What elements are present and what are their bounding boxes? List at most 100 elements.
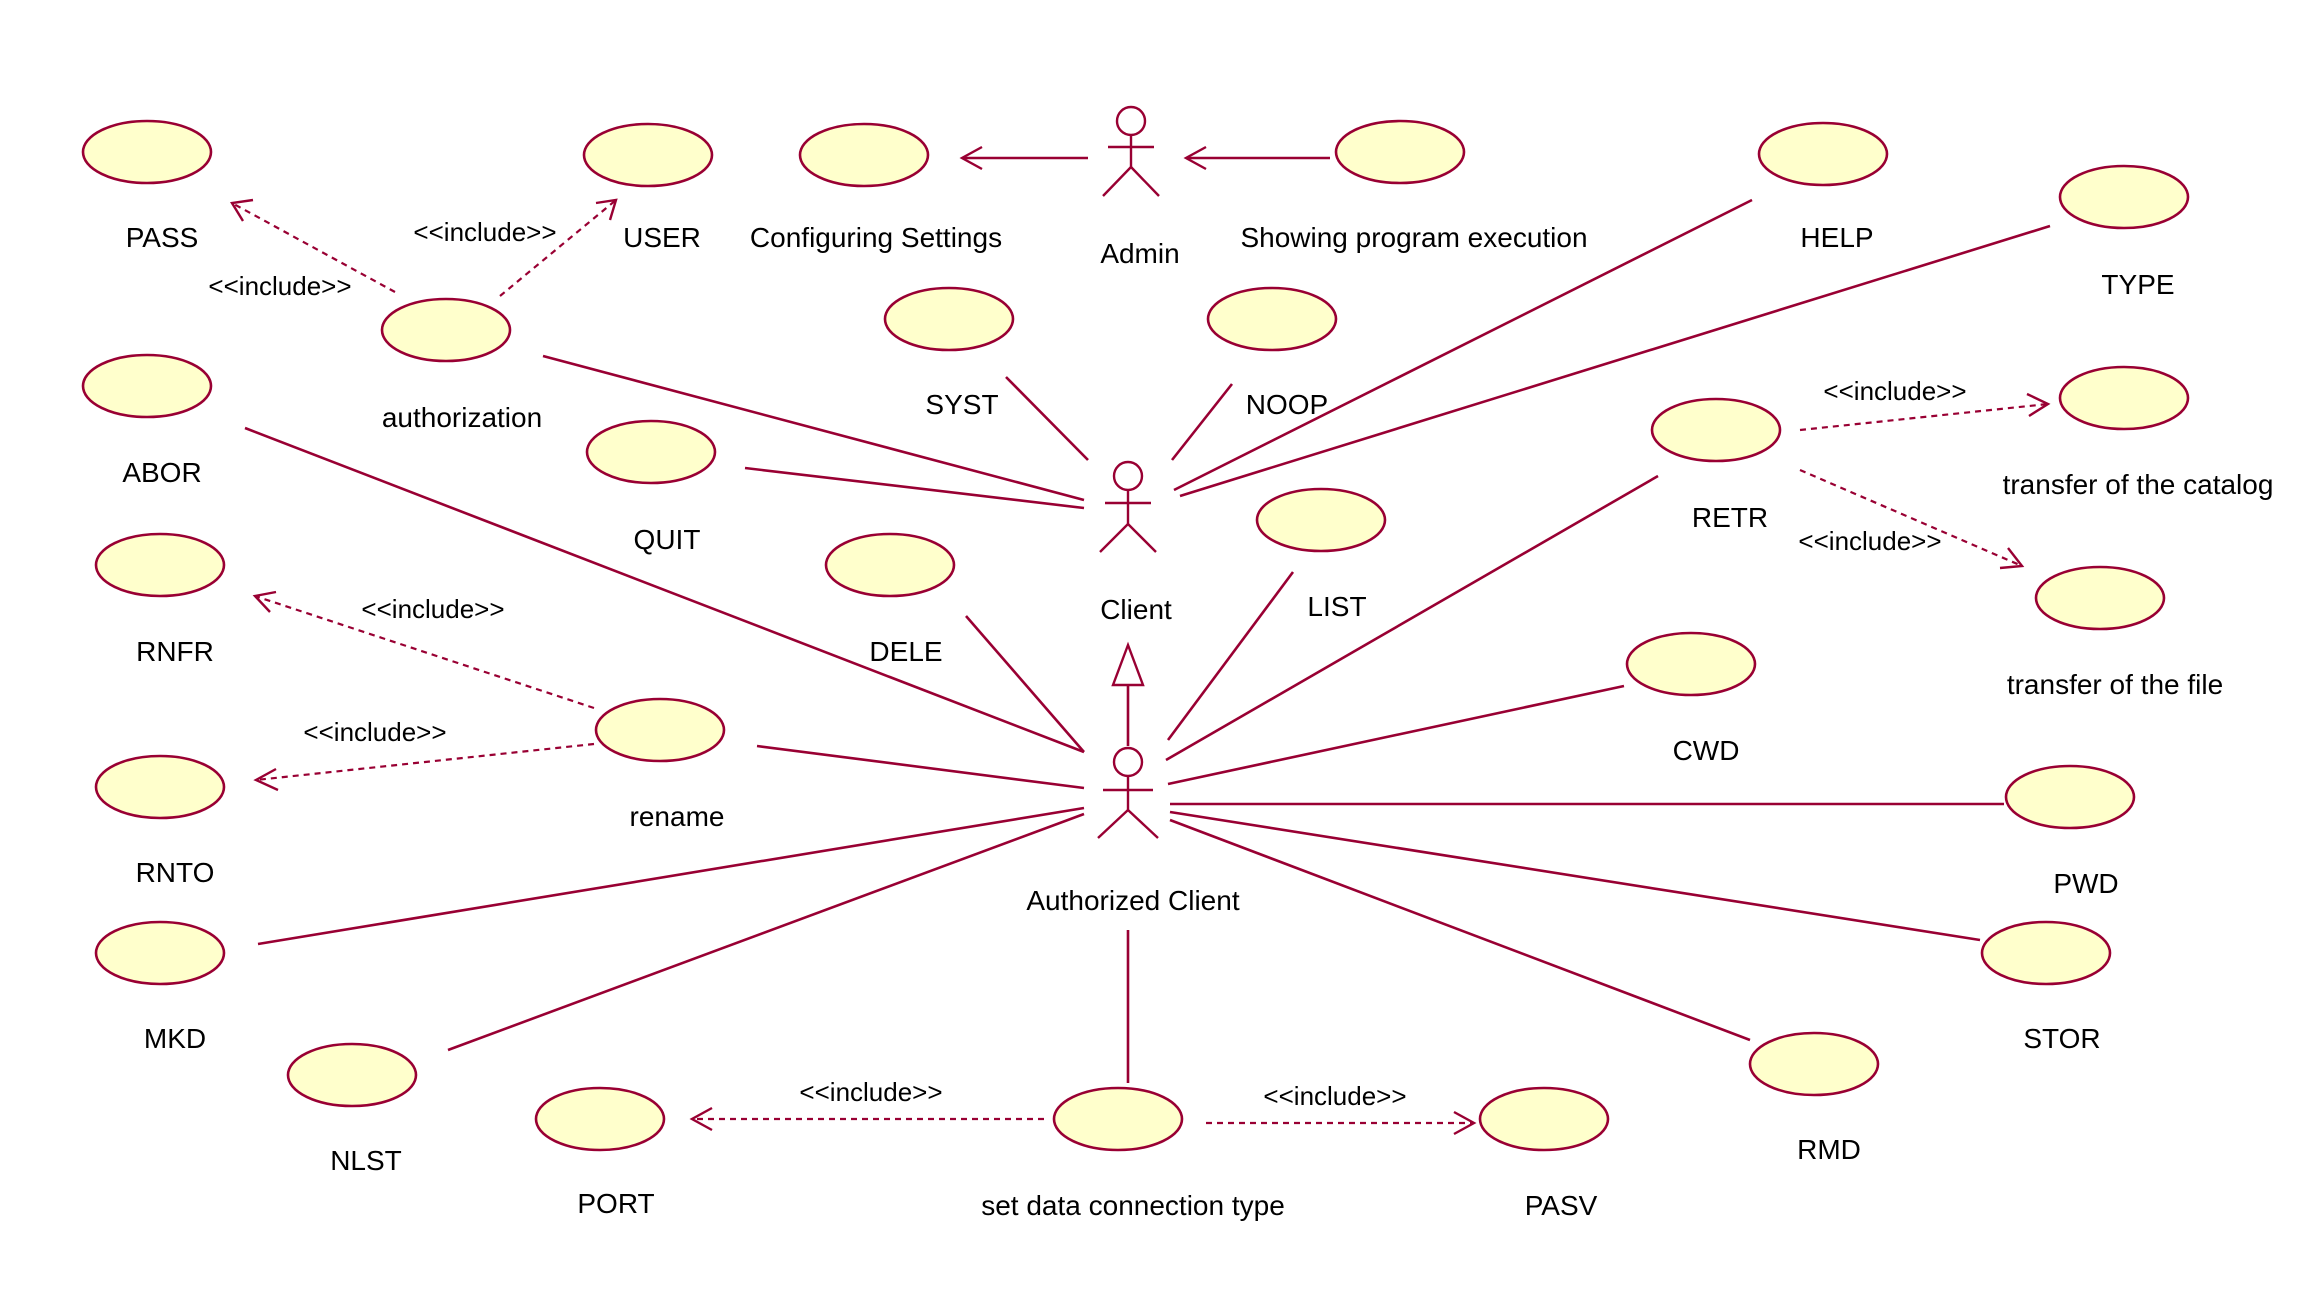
- use-case-abor-label: ABOR: [122, 457, 201, 488]
- use-case-type-ellipse: [2058, 164, 2190, 230]
- assoc-client-noop: [1170, 383, 1234, 461]
- assoc-authclient-list: [1166, 571, 1295, 741]
- use-case-syst[interactable]: SYST: [883, 286, 1015, 420]
- assoc-authclient-retr: [1165, 474, 1659, 762]
- use-case-mkd[interactable]: MKD: [94, 920, 226, 1054]
- include-arrowhead-rnfr: [252, 590, 277, 613]
- use-case-cwd[interactable]: CWD: [1625, 631, 1757, 766]
- use-case-rmd-ellipse: [1748, 1031, 1880, 1097]
- use-case-user[interactable]: USER: [582, 122, 714, 253]
- use-case-rnfr[interactable]: RNFR: [94, 532, 226, 667]
- use-case-quit[interactable]: QUIT: [585, 419, 717, 555]
- actor-admin-head: [1115, 105, 1147, 137]
- actor-client-leg-right: [1127, 523, 1157, 553]
- actor-admin-leg-left: [1102, 166, 1132, 197]
- use-case-retr-ellipse: [1650, 397, 1782, 463]
- use-case-showing-program-execution[interactable]: Showing program execution: [1240, 119, 1588, 253]
- use-case-cwd-label: CWD: [1673, 735, 1740, 766]
- use-case-pass[interactable]: PASS: [81, 119, 213, 253]
- use-case-showing-program-execution-label: Showing program execution: [1240, 222, 1587, 253]
- assoc-authclient-stor: [1169, 810, 1981, 942]
- actor-client-leg-left: [1099, 523, 1129, 553]
- use-case-configuring-settings[interactable]: Configuring Settings: [750, 122, 1002, 253]
- include-label-rename-rnto: <<include>>: [303, 717, 446, 747]
- arrowhead-admin: [1183, 145, 1207, 171]
- include-label-authorization-user: <<include>>: [413, 217, 556, 247]
- use-case-rmd-label: RMD: [1797, 1134, 1861, 1165]
- include-arrowhead-transfer-file: [1999, 547, 2025, 570]
- actor-authorized-client-label: Authorized Client: [1026, 885, 1239, 916]
- assoc-client-syst: [1005, 376, 1089, 461]
- use-case-stor-ellipse: [1980, 920, 2112, 986]
- use-case-pasv[interactable]: PASV: [1478, 1086, 1610, 1221]
- use-case-configuring-settings-label: Configuring Settings: [750, 222, 1002, 253]
- use-case-transfer-of-the-file-ellipse: [2034, 565, 2166, 631]
- use-case-nlst-label: NLST: [330, 1145, 402, 1176]
- use-case-authorization-ellipse: [380, 297, 512, 363]
- use-case-authorization[interactable]: authorization: [380, 297, 542, 433]
- association-lines: [244, 145, 2051, 1083]
- use-case-mkd-label: MKD: [144, 1023, 206, 1054]
- use-case-rnfr-label: RNFR: [136, 636, 214, 667]
- include-arrowhead-port: [689, 1106, 713, 1132]
- include-label-retr-transfer-file: <<include>>: [1798, 526, 1941, 556]
- use-case-rmd[interactable]: RMD: [1748, 1031, 1880, 1165]
- use-case-type-label: TYPE: [2101, 269, 2174, 300]
- use-case-set-data-connection-type[interactable]: set data connection type: [981, 1086, 1285, 1221]
- use-case-rnto[interactable]: RNTO: [94, 754, 226, 888]
- include-dependencies: <<include>> <<include>> <<include>> <<in…: [208, 198, 2051, 1136]
- use-case-rnfr-ellipse: [94, 532, 226, 598]
- include-arrowhead-pass: [230, 198, 254, 222]
- use-case-set-data-connection-type-label: set data connection type: [981, 1190, 1285, 1221]
- use-case-help[interactable]: HELP: [1757, 121, 1889, 253]
- use-case-dele[interactable]: DELE: [824, 532, 956, 667]
- use-case-transfer-of-the-catalog-label: transfer of the catalog: [2003, 469, 2274, 500]
- assoc-authclient-rmd: [1169, 818, 1751, 1042]
- use-case-rnto-label: RNTO: [136, 857, 215, 888]
- actor-authorized-client-head: [1112, 746, 1144, 778]
- include-arrowhead-pasv: [1453, 1110, 1477, 1136]
- use-case-transfer-of-the-catalog[interactable]: transfer of the catalog: [2003, 365, 2274, 500]
- actor-client: Client: [1099, 460, 1172, 625]
- use-case-noop[interactable]: NOOP: [1206, 286, 1338, 420]
- include-rename-rnfr: [254, 594, 595, 710]
- generalization-arrowhead: [1111, 641, 1145, 687]
- actor-client-label: Client: [1100, 594, 1172, 625]
- use-case-rnto-ellipse: [94, 754, 226, 820]
- use-case-pwd[interactable]: PWD: [2004, 764, 2136, 899]
- assoc-authclient-abor: [244, 426, 1085, 754]
- use-case-nlst-ellipse: [286, 1042, 418, 1108]
- assoc-authclient-rename: [756, 744, 1085, 790]
- include-retr-transfer-file: [1799, 468, 2023, 568]
- use-case-pasv-label: PASV: [1525, 1190, 1598, 1221]
- use-case-retr[interactable]: RETR: [1650, 397, 1782, 533]
- use-case-stor[interactable]: STOR: [1980, 920, 2112, 1054]
- assoc-client-help: [1173, 198, 1753, 492]
- use-case-transfer-of-the-file[interactable]: transfer of the file: [2007, 565, 2223, 700]
- use-case-port[interactable]: PORT: [534, 1086, 666, 1219]
- use-case-syst-label: SYST: [925, 389, 998, 420]
- use-case-pasv-ellipse: [1478, 1086, 1610, 1152]
- use-case-nlst[interactable]: NLST: [286, 1042, 418, 1176]
- include-label-set-data-connection-type-port: <<include>>: [799, 1077, 942, 1107]
- actor-admin: Admin: [1100, 105, 1180, 269]
- assoc-client-type: [1179, 224, 2051, 498]
- assoc-client-quit: [744, 466, 1085, 510]
- use-case-help-ellipse: [1757, 121, 1889, 187]
- use-case-retr-label: RETR: [1692, 502, 1768, 533]
- include-authorization-pass: [231, 202, 396, 293]
- use-case-port-ellipse: [534, 1086, 666, 1152]
- use-case-set-data-connection-type-ellipse: [1052, 1086, 1184, 1152]
- use-case-pass-label: PASS: [126, 222, 199, 253]
- use-case-rename[interactable]: rename: [594, 697, 726, 832]
- use-case-rename-label: rename: [630, 801, 725, 832]
- use-case-abor[interactable]: ABOR: [81, 353, 213, 488]
- include-label-retr-transfer-catalog: <<include>>: [1823, 376, 1966, 406]
- include-arrowhead-user: [595, 198, 618, 221]
- use-case-list[interactable]: LIST: [1255, 487, 1387, 622]
- use-case-type[interactable]: TYPE: [2058, 164, 2190, 300]
- use-case-port-label: PORT: [577, 1188, 654, 1219]
- actor-authorized-client-leg-right: [1127, 809, 1159, 839]
- assoc-authclient-dele: [965, 615, 1085, 753]
